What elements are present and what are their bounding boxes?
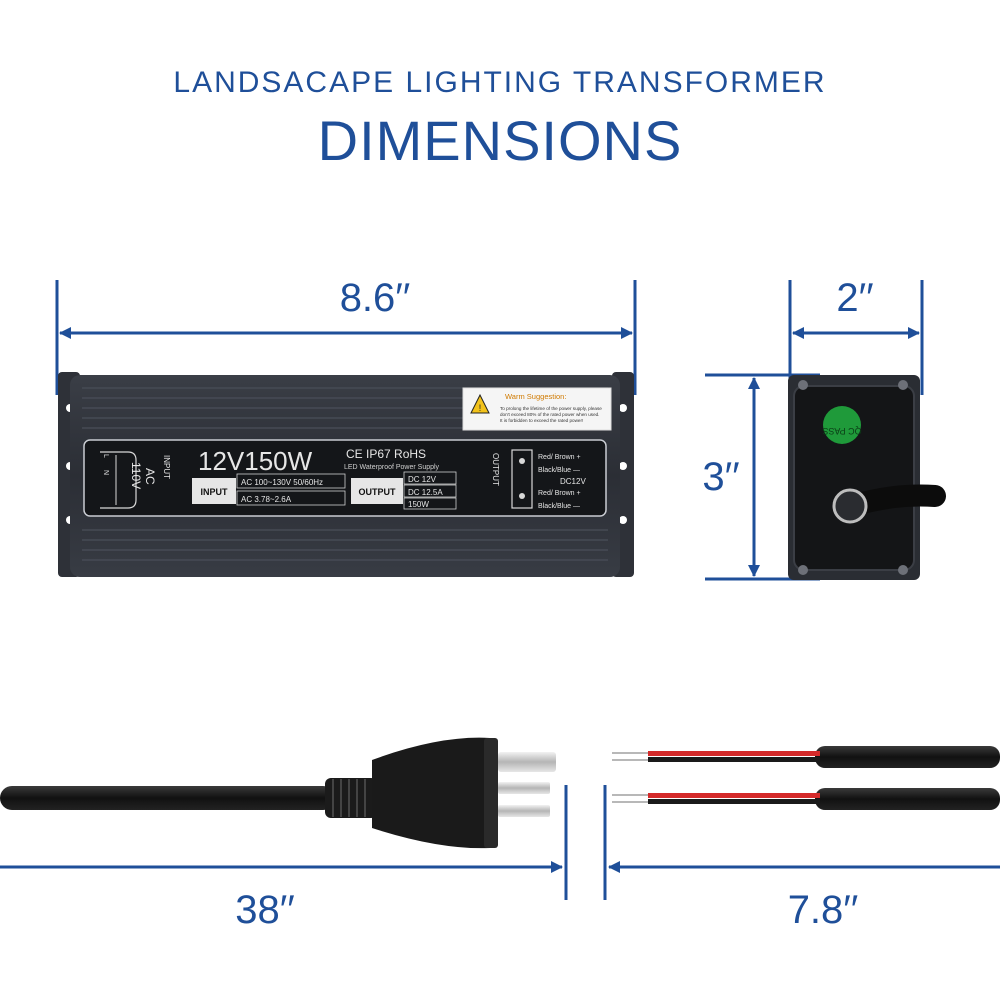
output-power: 150W	[408, 500, 429, 509]
neutral-terminal-label: N	[102, 470, 109, 475]
warning-sticker: !	[462, 387, 612, 431]
plug-prongs	[498, 752, 556, 817]
output-black-blue-2: Black/Blue —	[538, 503, 580, 510]
diagram-subtitle: LANDSACAPE LIGHTING TRANSFORMER	[173, 66, 827, 99]
ac-cord-length-label: 38′′	[235, 888, 295, 932]
output-current: DC 12.5A	[408, 488, 443, 497]
output-black-blue-1: Black/Blue —	[538, 467, 580, 474]
warning-title: Warm Suggestion:	[505, 392, 566, 401]
depth-dimension-label: 2′′	[836, 276, 874, 320]
warning-line-1: To prolong the lifetime of the power sup…	[500, 406, 602, 411]
certifications: CE IP67 RoHS	[346, 447, 426, 461]
ac-power-cord	[0, 737, 498, 849]
output-side-label: OUTPUT	[491, 453, 500, 486]
height-dimension-label: 3′′	[702, 455, 740, 499]
input-voltage: AC 100~130V 50/60Hz	[241, 478, 323, 487]
dc-wire-dimension-line	[603, 785, 1000, 900]
spec-label-panel	[83, 439, 607, 517]
product-description: LED Waterproof Power Supply	[344, 464, 440, 471]
output-voltage: DC 12V	[408, 475, 437, 484]
warning-line-2: don't exceed 80% of the rated power when…	[500, 412, 599, 417]
svg-text:!: !	[479, 403, 482, 413]
model-name: 12V150W	[198, 446, 313, 476]
ac-voltage-label: 110V	[129, 462, 143, 489]
output-spec-label: OUTPUT	[359, 487, 397, 497]
diagram-title: DIMENSIONS	[317, 109, 683, 172]
input-side-label: INPUT	[162, 455, 171, 479]
length-dimension-label: 8.6′′	[339, 276, 411, 320]
output-dc12v: DC12V	[560, 477, 586, 486]
output-red-brown-1: Red/ Brown +	[538, 454, 581, 461]
qc-pass-sticker: QC PASS	[822, 426, 861, 436]
input-spec-label: INPUT	[201, 487, 229, 497]
ac-cord-dimension-line	[0, 785, 568, 900]
input-current: AC 3.78~2.6A	[241, 495, 292, 504]
ac-label: AC	[143, 468, 157, 485]
dc-wire-length-label: 7.8′′	[787, 888, 859, 932]
length-dimension-line	[55, 280, 637, 395]
live-terminal-label: L	[102, 454, 109, 458]
dc-output-wires	[612, 746, 1000, 810]
output-red-brown-2: Red/ Brown +	[538, 490, 581, 497]
warning-line-3: It is forbidden to exceed the rated powe…	[500, 418, 583, 423]
transformer-side-view	[788, 375, 946, 580]
